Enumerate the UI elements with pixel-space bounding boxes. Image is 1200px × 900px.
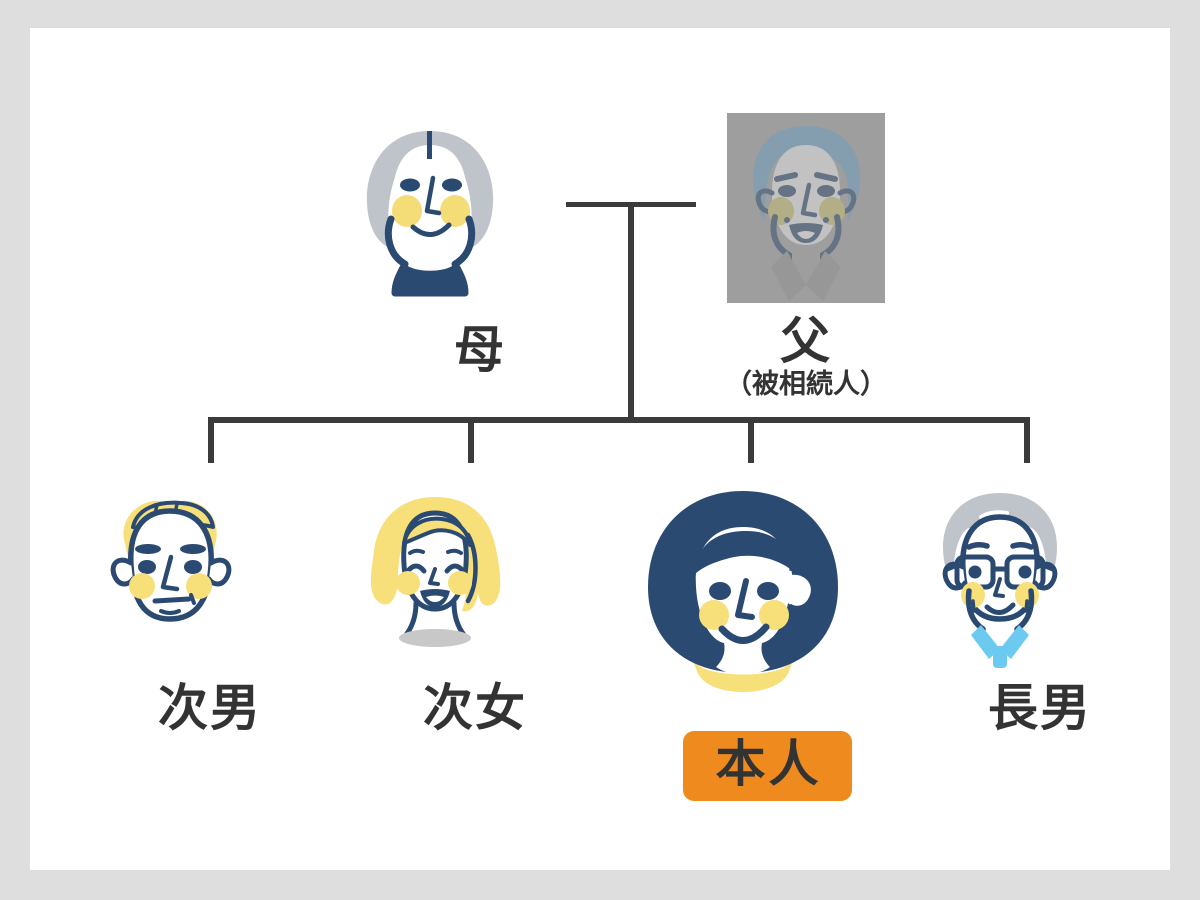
person-node-mother[interactable]: 母 (345, 123, 615, 377)
navy-bob-woman-avatar-icon (638, 483, 896, 723)
person-label-mother: 母 (454, 322, 506, 378)
parent-descent-line (628, 202, 634, 421)
person-node-self[interactable]: 本人 (638, 483, 896, 801)
person-node-father[interactable]: 父 （被相続人） (670, 113, 942, 398)
child-drop-line-2 (468, 417, 474, 463)
child-drop-line-4 (1024, 417, 1030, 463)
person-label-second-son: 次男 (158, 680, 262, 736)
memorial-photo-frame (727, 113, 885, 303)
person-label-father: 父 (780, 313, 832, 369)
child-drop-line-1 (208, 417, 214, 463)
person-node-eldest-son[interactable]: 長男 (915, 483, 1165, 735)
person-label-second-daughter: 次女 (423, 680, 527, 736)
person-node-second-daughter[interactable]: 次女 (350, 483, 600, 735)
glasses-man-avatar-icon (915, 483, 1165, 668)
blond-man-avatar-icon (85, 483, 335, 668)
person-node-second-son[interactable]: 次男 (85, 483, 335, 735)
sibling-connector-bar (208, 417, 1030, 423)
status-badge-self: 本人 (682, 731, 852, 801)
person-label-eldest-son: 長男 (988, 680, 1092, 736)
elderly-woman-avatar-icon (345, 123, 615, 308)
diagram-card: 母 (30, 28, 1170, 870)
person-sublabel-father: （被相続人） (725, 368, 887, 399)
child-drop-line-3 (748, 417, 754, 463)
blond-woman-avatar-icon (350, 483, 600, 668)
elderly-man-avatar-icon (731, 121, 881, 301)
